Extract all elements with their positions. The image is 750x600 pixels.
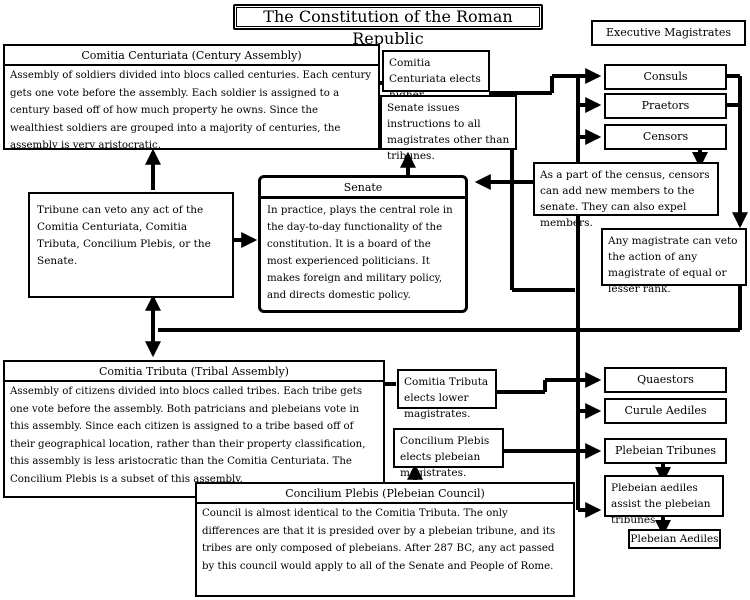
tributa-elects-note: Comitia Tributa elects lower magistrates… [397,369,497,420]
executive-header-label: Executive Magistrates [606,26,731,39]
comitia-tributa-box: Comitia Tributa (Tribal Assembly) Assemb… [3,360,385,498]
quaestors-box: Quaestors [604,367,727,393]
comitia-centuriata-title: Comitia Centuriata (Century Assembly) [5,46,378,66]
consuls-box: Consuls [604,64,727,90]
aediles-assist-note: Plebeian aediles assist the plebeian tri… [604,475,724,526]
plebeian-aediles-box: Plebeian Aediles [628,529,721,549]
quaestors-label: Quaestors [637,373,694,386]
aediles-assist-text: Plebeian aediles assist the plebeian tri… [611,482,711,526]
plebeian-tribunes-label: Plebeian Tribunes [614,444,717,457]
praetors-box: Praetors [604,93,727,119]
magistrate-veto-note: Any magistrate can veto the action of an… [601,228,747,295]
tribune-veto-text: Tribune can veto any act of the Comitia … [37,204,211,267]
tribune-veto-note: Tribune can veto any act of the Comitia … [28,192,234,298]
diagram-title: The Constitution of the Roman Republic [233,4,543,48]
censors-label: Censors [642,130,689,143]
concilium-plebis-text: Council is almost identical to the Comit… [202,508,556,572]
senate-box: Senate In practice, plays the central ro… [258,175,468,313]
centuriata-elects-note: Comitia Centuriata elects higher magistr… [382,50,490,117]
curule-aediles-label: Curule Aediles [624,404,707,417]
magistrate-veto-text: Any magistrate can veto the action of an… [608,235,738,295]
plebis-elects-text: Concilium Plebis elects plebeian magistr… [400,435,490,479]
senate-instructions-note: Senate issues instructions to all magist… [380,95,517,162]
plebeian-tribunes-box: Plebeian Tribunes [604,438,727,464]
tributa-elects-text: Comitia Tributa elects lower magistrates… [404,376,489,420]
comitia-tributa-title: Comitia Tributa (Tribal Assembly) [5,362,383,382]
senate-instructions-text: Senate issues instructions to all magist… [387,102,510,162]
curule-aediles-box: Curule Aediles [604,398,727,424]
comitia-tributa-text: Assembly of citizens divided into blocs … [10,386,366,485]
senate-title: Senate [261,178,465,199]
concilium-plebis-title: Concilium Plebis (Plebeian Council) [197,484,573,504]
executive-magistrates-header: Executive Magistrates [591,20,746,46]
censors-role-note: As a part of the census, censors can add… [533,162,719,229]
censors-box: Censors [604,124,727,150]
praetors-label: Praetors [641,99,690,112]
comitia-centuriata-box: Comitia Centuriata (Century Assembly) As… [3,44,380,151]
senate-text: In practice, plays the central role in t… [267,205,453,301]
plebeian-aediles-label: Plebeian Aediles [630,533,719,545]
concilium-plebis-box: Concilium Plebis (Plebeian Council) Coun… [195,482,575,597]
censors-role-text: As a part of the census, censors can add… [540,169,710,229]
consuls-label: Consuls [643,70,688,83]
comitia-centuriata-text: Assembly of soldiers divided into blocs … [10,70,372,151]
plebis-elects-note: Concilium Plebis elects plebeian magistr… [393,428,504,479]
